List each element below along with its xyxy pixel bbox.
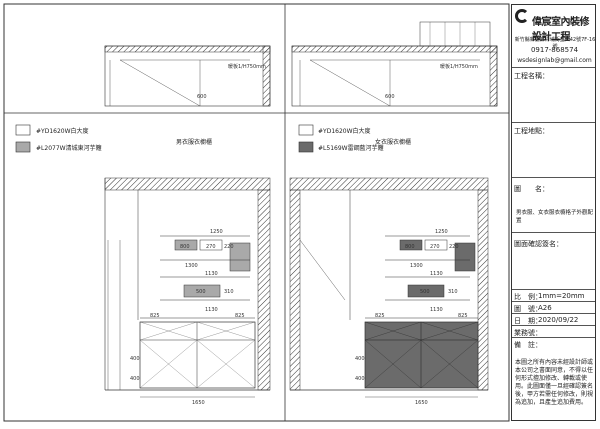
drawing-name-value: 男衣服、女衣服衣櫥格子外觀配置 bbox=[516, 210, 594, 224]
right-plan-note: 暖板1/H750mm bbox=[440, 63, 478, 70]
title-block: 偉宸室內裝修設計工程 新竹縣新豐鄉青埔街五四42號7F-16號 0917-868… bbox=[511, 4, 596, 421]
sheet-value: A26 bbox=[538, 304, 552, 312]
right-dim-bottom: 825 bbox=[375, 313, 385, 319]
left-dim-top: 1250 bbox=[210, 229, 223, 235]
drawing-name-row: 圖 名： 男衣服、女衣服衣櫥格子外觀配置 bbox=[512, 177, 595, 232]
left-dim-row5: 1130 bbox=[205, 307, 218, 313]
confirm-label: 圖面確認簽名： bbox=[514, 240, 563, 248]
right-dim-r4a: 500 bbox=[420, 289, 430, 295]
right-dim-row5: 1130 bbox=[430, 307, 443, 313]
right-plan-dim: 600 bbox=[385, 94, 395, 100]
remark-label: 備 註： bbox=[514, 341, 542, 349]
disclaimer-notes: 本圖之所有內容未經設計師或本公司之書面同意，不得以任何形式擅加修改、轉載或使用。… bbox=[515, 359, 594, 406]
left-dim-s1c: 220 bbox=[224, 244, 234, 250]
owner-row: 業務號： bbox=[512, 325, 595, 337]
left-title: 男衣服衣櫥櫃 bbox=[176, 138, 212, 146]
right-dim-s1a: 800 bbox=[405, 244, 415, 250]
left-dim-s1a: 800 bbox=[180, 244, 190, 250]
right-dim-h3: 400 bbox=[355, 356, 365, 362]
left-dim-s1b: 270 bbox=[206, 244, 216, 250]
left-legend-gray: #L2077W清城東河芋籬 bbox=[36, 144, 102, 152]
left-legend: #YD1620W白大度 #L2077W清城東河芋籬 bbox=[15, 124, 102, 153]
date-row: 日 期： 2020/09/22 bbox=[512, 313, 595, 325]
project-name-label: 工程名稱： bbox=[514, 72, 549, 80]
company-name: 偉宸室內裝修設計工程 bbox=[532, 17, 590, 43]
left-dim-r4b: 310 bbox=[224, 289, 234, 295]
left-dim-row2: 1300 bbox=[185, 263, 198, 269]
left-dim-bottom: 825 bbox=[150, 313, 160, 319]
remark-row: 備 註： bbox=[512, 337, 595, 357]
elevation-drawing: 暖板1/H750mm 600 暖板1/H750mm 600 #YD1620W白大… bbox=[3, 3, 510, 422]
left-dim-total: 1650 bbox=[192, 400, 205, 406]
right-dim-row3: 1130 bbox=[430, 271, 443, 277]
date-label: 日 期： bbox=[514, 317, 542, 325]
right-dim-r4b: 310 bbox=[448, 289, 458, 295]
confirm-row: 圖面確認簽名： bbox=[512, 232, 595, 289]
company-address: 新竹縣新豐鄉青埔街五四42號7F-16號 bbox=[514, 37, 596, 50]
date-value: 2020/09/22 bbox=[538, 316, 579, 324]
right-dim-total: 1650 bbox=[415, 400, 428, 406]
right-dim-top: 1250 bbox=[435, 229, 448, 235]
company-logo-icon bbox=[515, 9, 529, 23]
scale-label: 比 例： bbox=[514, 293, 542, 301]
right-dim-s1c: 220 bbox=[449, 244, 459, 250]
left-plan: 暖板1/H750mm 600 bbox=[104, 45, 271, 107]
right-legend: #YD1620W白大度 #L5169W雷鋼藍河芋籬 bbox=[298, 124, 384, 153]
left-dim-row3: 1130 bbox=[205, 271, 218, 277]
left-dim-h4: 400 bbox=[130, 376, 140, 382]
left-elevation: 男衣服衣櫥櫃 bbox=[104, 138, 271, 406]
sheet-row: 圖 號： A26 bbox=[512, 301, 595, 313]
company-email: wsdesignlab@gmail.com bbox=[517, 57, 592, 64]
left-dim-r4a: 500 bbox=[196, 289, 206, 295]
company-phone: 0917-868574 bbox=[530, 46, 579, 54]
right-dim-bottom2: 825 bbox=[458, 313, 468, 319]
project-name-row: 工程名稱： bbox=[512, 67, 595, 122]
right-dim-h4: 400 bbox=[355, 376, 365, 382]
sheet-label: 圖 號： bbox=[514, 305, 542, 313]
left-plan-note: 暖板1/H750mm bbox=[228, 63, 266, 70]
right-elevation: 女衣服衣櫥櫃 bbox=[289, 138, 489, 406]
left-plan-dim: 600 bbox=[197, 94, 207, 100]
left-dim-h3: 400 bbox=[130, 356, 140, 362]
sheet-frame bbox=[3, 3, 510, 422]
project-site-label: 工程地點： bbox=[514, 127, 549, 135]
project-site-row: 工程地點： bbox=[512, 122, 595, 177]
right-title: 女衣服衣櫥櫃 bbox=[375, 138, 411, 146]
right-legend-white: #YD1620W白大度 bbox=[318, 127, 371, 135]
owner-label: 業務號： bbox=[514, 329, 542, 337]
right-legend-gray: #L5169W雷鋼藍河芋籬 bbox=[318, 144, 384, 152]
right-dim-row2: 1300 bbox=[410, 263, 423, 269]
drawing-name-label: 圖 名： bbox=[514, 185, 549, 193]
left-legend-white: #YD1620W白大度 bbox=[36, 127, 89, 135]
scale-row: 比 例： 1mm=20mm bbox=[512, 289, 595, 301]
right-dim-s1b: 270 bbox=[430, 244, 440, 250]
left-dim-bottom2: 825 bbox=[235, 313, 245, 319]
scale-value: 1mm=20mm bbox=[538, 292, 585, 300]
right-plan: 暖板1/H750mm 600 bbox=[291, 21, 498, 107]
